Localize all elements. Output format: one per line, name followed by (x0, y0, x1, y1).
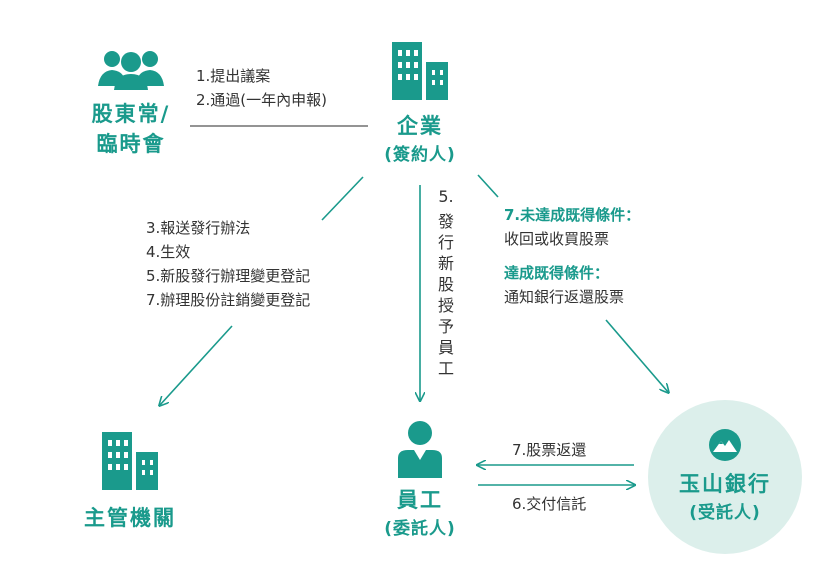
bank-title: 玉山銀行 (679, 472, 771, 496)
regulator-title: 主管機關 (84, 506, 176, 530)
shareholders-title-line1: 股東常/ (91, 102, 171, 126)
company-subtitle: (簽約人) (384, 145, 456, 165)
condition-text: 通知銀行返還股票 (504, 288, 625, 306)
building-icon (102, 432, 158, 490)
step-number: 5. (438, 187, 454, 206)
regulator-node: 主管機關 (70, 430, 190, 532)
company-title: 企業 (397, 114, 443, 138)
step-label: 3.報送發行辦法 (146, 219, 251, 237)
shareholders-title-line2: 臨時會 (96, 132, 166, 156)
step-label: 2.通過(一年內申報) (196, 91, 328, 109)
company-regulator-line-upper (321, 176, 364, 221)
bank-circle (648, 400, 802, 554)
step-label: 1.提出議案 (196, 67, 271, 85)
company-employee-step: 5. 發行新股授予員工 (436, 186, 456, 379)
company-regulator-steps: 3.報送發行辦法 4.生效 5.新股發行辦理變更登記 7.辦理股份註銷變更登記 (146, 216, 310, 312)
person-icon (398, 421, 442, 478)
step-vertical-text: 發行新股授予員工 (437, 212, 454, 378)
company-bank-line-upper (477, 174, 499, 198)
employee-node: 員工 (委託人) (372, 420, 468, 539)
bank-subtitle: (受託人) (689, 503, 761, 523)
shareholders-company-steps: 1.提出議案 2.通過(一年內申報) (196, 64, 327, 112)
condition-title: 7.未達成既得條件： (504, 206, 641, 224)
condition-text: 收回或收買股票 (504, 230, 610, 248)
company-regulator-arrow (160, 325, 233, 405)
shareholders-node: 股東常/ 臨時會 (86, 46, 176, 158)
people-icon (98, 51, 164, 90)
employee-to-bank-label: 6.交付信託 (512, 495, 587, 513)
condition-title: 達成既得條件： (504, 264, 610, 282)
mountain-logo-icon (709, 429, 741, 461)
employee-title: 員工 (397, 488, 443, 512)
employee-subtitle: (委託人) (384, 519, 456, 539)
company-node: 企業 (簽約人) (370, 40, 470, 165)
building-icon (392, 42, 448, 100)
bank-node: 玉山銀行 (受託人) (648, 428, 802, 523)
step-label: 5.新股發行辦理變更登記 (146, 267, 311, 285)
bank-to-employee-label: 7.股票返還 (512, 441, 587, 459)
step-label: 4.生效 (146, 243, 191, 261)
step-label: 7.辦理股份註銷變更登記 (146, 291, 311, 309)
company-bank-steps: 7.未達成既得條件： 收回或收買股票 達成既得條件： 通知銀行返還股票 (504, 203, 640, 309)
company-bank-arrow (605, 319, 668, 392)
